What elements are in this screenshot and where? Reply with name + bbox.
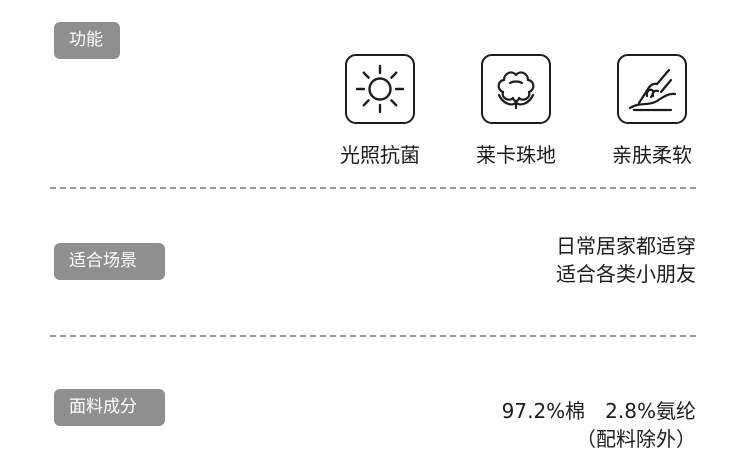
feature-label: 亲肤柔软 bbox=[612, 143, 692, 167]
scene-section-tag: 适合场景 bbox=[54, 243, 165, 280]
dashed-divider bbox=[50, 187, 696, 189]
feature-light-antibacterial: 光照抗菌 bbox=[330, 54, 430, 168]
fabric-section-tag: 面料成分 bbox=[54, 389, 165, 426]
function-section-tag: 功能 bbox=[54, 22, 120, 59]
feature-label: 莱卡珠地 bbox=[476, 143, 556, 167]
fabric-line: 97.2%棉 2.8%氨纶 bbox=[501, 399, 696, 423]
feature-icon-frame bbox=[481, 54, 551, 124]
feature-skin-friendly-soft: 亲肤柔软 bbox=[602, 54, 702, 168]
feature-icon-frame bbox=[345, 54, 415, 124]
scene-line: 日常居家都适穿 bbox=[556, 234, 696, 258]
hand-icon bbox=[628, 68, 677, 112]
fabric-composition: 97.2%棉 2.8%氨纶 （配料除外） bbox=[502, 397, 696, 453]
fabric-line: （配料除外） bbox=[576, 427, 696, 451]
cotton-icon bbox=[497, 71, 535, 110]
feature-lycra-pique: 莱卡珠地 bbox=[466, 54, 566, 168]
feature-icon-frame bbox=[617, 54, 687, 124]
sun-icon bbox=[355, 64, 405, 114]
scene-line: 适合各类小朋友 bbox=[556, 262, 696, 286]
scene-description: 日常居家都适穿 适合各类小朋友 bbox=[556, 232, 696, 288]
dashed-divider bbox=[50, 335, 696, 337]
feature-label: 光照抗菌 bbox=[340, 143, 420, 167]
